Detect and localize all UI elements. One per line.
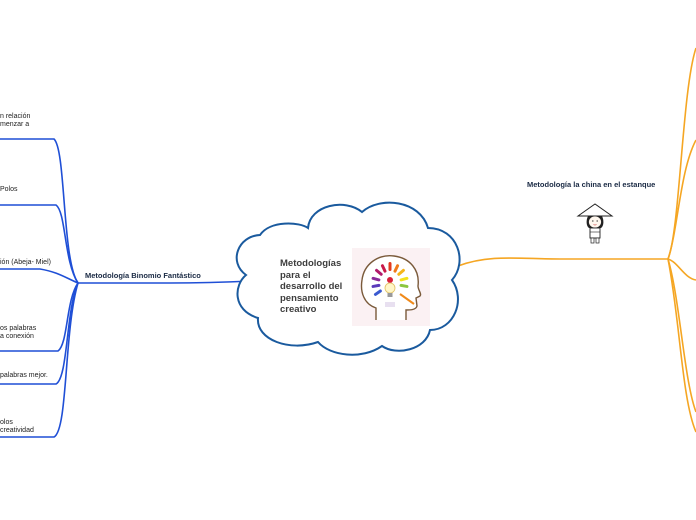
- left-sub-connector-6[interactable]: [0, 283, 78, 437]
- left-item-4-line2: a conexión: [0, 333, 36, 341]
- left-item-5-line1: palabras mejor.: [0, 372, 48, 380]
- right-branch-main-line[interactable]: [458, 258, 668, 266]
- left-branch-title[interactable]: Metodología Binomio Fantástico: [85, 271, 201, 280]
- right-branch-title[interactable]: Metodología la china en el estanque: [527, 180, 655, 189]
- head-with-color-wheel-brain-icon: [352, 248, 430, 326]
- left-branch-main-line[interactable]: [78, 281, 252, 283]
- right-sub-connector-5[interactable]: [668, 259, 696, 432]
- left-item-1[interactable]: n relación menzar a: [0, 113, 30, 129]
- left-item-1-line1: n relación: [0, 113, 30, 121]
- left-sub-connector-2[interactable]: [0, 205, 78, 283]
- left-item-2[interactable]: Polos: [0, 186, 18, 194]
- right-sub-connector-1[interactable]: [668, 48, 696, 259]
- left-item-4[interactable]: os palabras a conexión: [0, 325, 36, 341]
- chinese-girl-with-conical-hat-icon: [576, 202, 614, 248]
- left-item-6-line1: olos: [0, 419, 34, 427]
- left-branch-connectors: [0, 139, 252, 437]
- left-item-3-line1: ión (Abeja- Miel): [0, 259, 51, 267]
- left-item-6[interactable]: olos creatividad: [0, 419, 34, 435]
- left-item-6-line2: creatividad: [0, 427, 34, 435]
- left-item-1-line2: menzar a: [0, 121, 30, 129]
- left-item-5[interactable]: palabras mejor.: [0, 372, 48, 380]
- left-item-4-line1: os palabras: [0, 325, 36, 333]
- left-item-3[interactable]: ión (Abeja- Miel): [0, 259, 51, 267]
- central-topic-title[interactable]: Metodologías para el desarrollo del pens…: [280, 258, 352, 316]
- left-item-2-line1: Polos: [0, 186, 18, 194]
- left-sub-connector-3[interactable]: [0, 269, 78, 283]
